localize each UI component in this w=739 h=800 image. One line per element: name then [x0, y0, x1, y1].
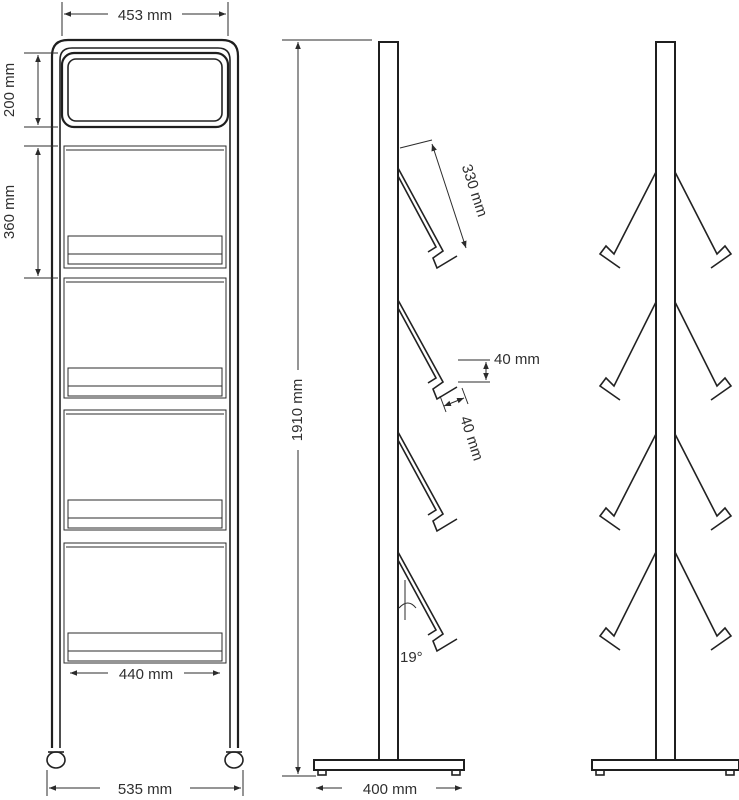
- dim-base-width: 400 mm: [363, 781, 417, 798]
- dim-inner-width: 440 mm: [119, 666, 173, 683]
- double-sided-view: [591, 41, 739, 776]
- side-view: 1910 mm 330 mm 40 mm: [282, 39, 540, 798]
- front-shelf-4: [63, 542, 227, 664]
- front-view: 453 mm 200 mm 360 mm 440 mm 535 mm: [1, 2, 244, 798]
- side-pocket-1: [397, 167, 458, 270]
- dim-top-width: 453 mm: [118, 7, 172, 24]
- double-pole: [655, 41, 676, 761]
- dim-lip-depth: 40 mm: [456, 414, 486, 463]
- side-pocket-3: [397, 431, 458, 533]
- double-base: [591, 759, 739, 771]
- dim-sign-height: 200 mm: [1, 63, 18, 117]
- side-base: [313, 759, 465, 771]
- dim-pocket-depth: 330 mm: [458, 162, 491, 219]
- dim-bottom-width: 535 mm: [118, 781, 172, 798]
- front-foot-left: [46, 751, 66, 769]
- dim-shelf-spacing: 360 mm: [1, 185, 18, 239]
- front-foot-right: [224, 751, 244, 769]
- front-shelf-1: [63, 145, 227, 269]
- frame-inner: [59, 47, 231, 748]
- dim-lip-height: 40 mm: [494, 351, 540, 368]
- side-pole: [378, 41, 399, 761]
- double-pockets-4: [598, 551, 733, 651]
- sign-panel: [60, 51, 230, 129]
- double-pockets-1: [598, 171, 733, 269]
- double-pockets-2: [598, 301, 733, 401]
- frame-outer: [50, 38, 240, 748]
- side-pocket-2: [397, 299, 458, 401]
- dim-total-height: 1910 mm: [289, 379, 306, 442]
- side-pocket-4: [397, 551, 458, 653]
- double-pockets-3: [598, 433, 733, 531]
- front-shelf-2: [63, 277, 227, 399]
- front-shelf-3: [63, 409, 227, 531]
- dim-angle: 19°: [400, 649, 423, 666]
